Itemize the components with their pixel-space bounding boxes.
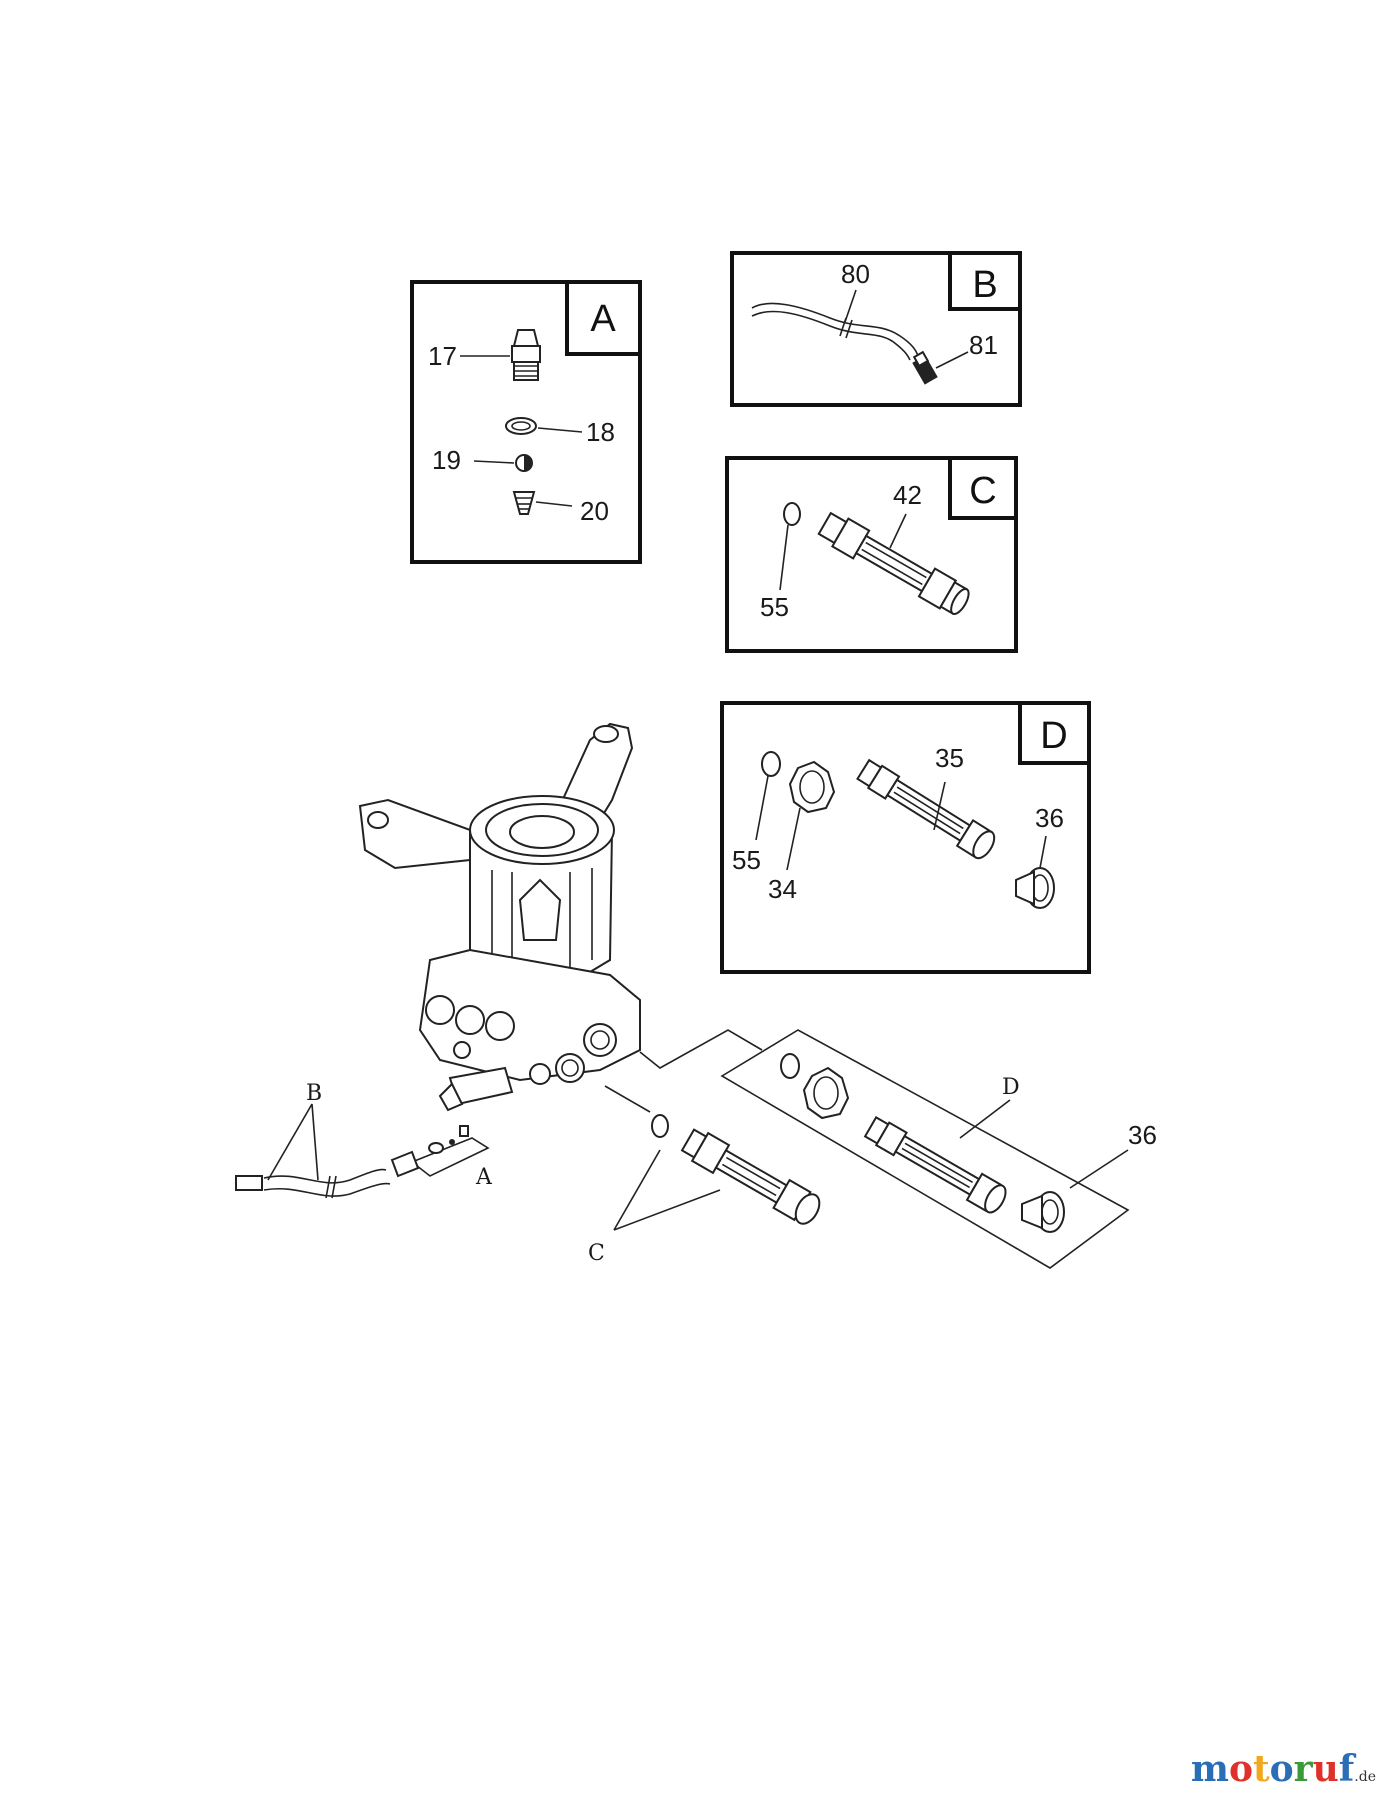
site-watermark: motoruf.de	[1191, 1748, 1376, 1790]
part-34-nut	[788, 760, 836, 814]
part-55-o-ring	[783, 502, 801, 526]
detail-box-d: D 55 34 35 36	[720, 701, 1091, 974]
box-a-letter: A	[590, 298, 616, 340]
box-c-letter: C	[969, 470, 996, 512]
watermark-suffix: .de	[1354, 1769, 1376, 1785]
detail-box-c: C 55 42	[725, 456, 1018, 653]
main-fitting-a	[390, 1125, 469, 1178]
callout-80: 80	[841, 259, 870, 289]
callout-34: 34	[768, 874, 797, 904]
main-leader-lines	[267, 1029, 1130, 1269]
callout-35: 35	[935, 743, 964, 773]
part-42-filter-tube	[817, 511, 970, 615]
watermark-letter: f	[1338, 1748, 1355, 1790]
part-80-hose	[751, 302, 919, 361]
detail-box-a: A 17 18 19 20	[410, 280, 642, 564]
part-81-fitting	[912, 350, 938, 385]
group-label-b: B	[306, 1081, 322, 1106]
group-label-d: D	[1002, 1075, 1020, 1100]
callout-55-d: 55	[732, 845, 761, 875]
callout-18: 18	[586, 417, 615, 447]
main-hose-b	[235, 1168, 391, 1199]
box-d-letter: D	[1040, 715, 1067, 757]
watermark-letter: o	[1228, 1748, 1253, 1790]
pump-assembly	[358, 722, 641, 1112]
callout-17: 17	[428, 341, 457, 371]
group-label-a: A	[475, 1165, 493, 1190]
callout-36-d: 36	[1035, 803, 1064, 833]
part-35-filter-tube	[856, 758, 996, 860]
part-55-o-ring-d	[761, 751, 781, 777]
callout-55-c: 55	[760, 592, 789, 622]
part-18-o-ring	[505, 417, 537, 435]
main-filter-d	[780, 1053, 1065, 1233]
part-36-screen	[1015, 867, 1055, 909]
part-17-fitting	[511, 329, 541, 381]
main-filter-c	[651, 1114, 821, 1225]
callout-36-main: 36	[1128, 1120, 1157, 1150]
watermark-letter: t	[1252, 1748, 1270, 1790]
watermark-letter: r	[1293, 1748, 1313, 1790]
callout-42: 42	[893, 480, 922, 510]
part-20-spring	[512, 491, 536, 515]
watermark-letter: o	[1269, 1748, 1294, 1790]
group-label-c: C	[588, 1241, 605, 1266]
watermark-letter: u	[1312, 1748, 1339, 1790]
watermark-letter: m	[1190, 1748, 1229, 1790]
callout-19: 19	[432, 445, 461, 475]
detail-box-b: B 80 81	[730, 251, 1022, 407]
callout-20: 20	[580, 496, 609, 526]
callout-81: 81	[969, 330, 998, 360]
box-b-letter: B	[972, 264, 997, 306]
